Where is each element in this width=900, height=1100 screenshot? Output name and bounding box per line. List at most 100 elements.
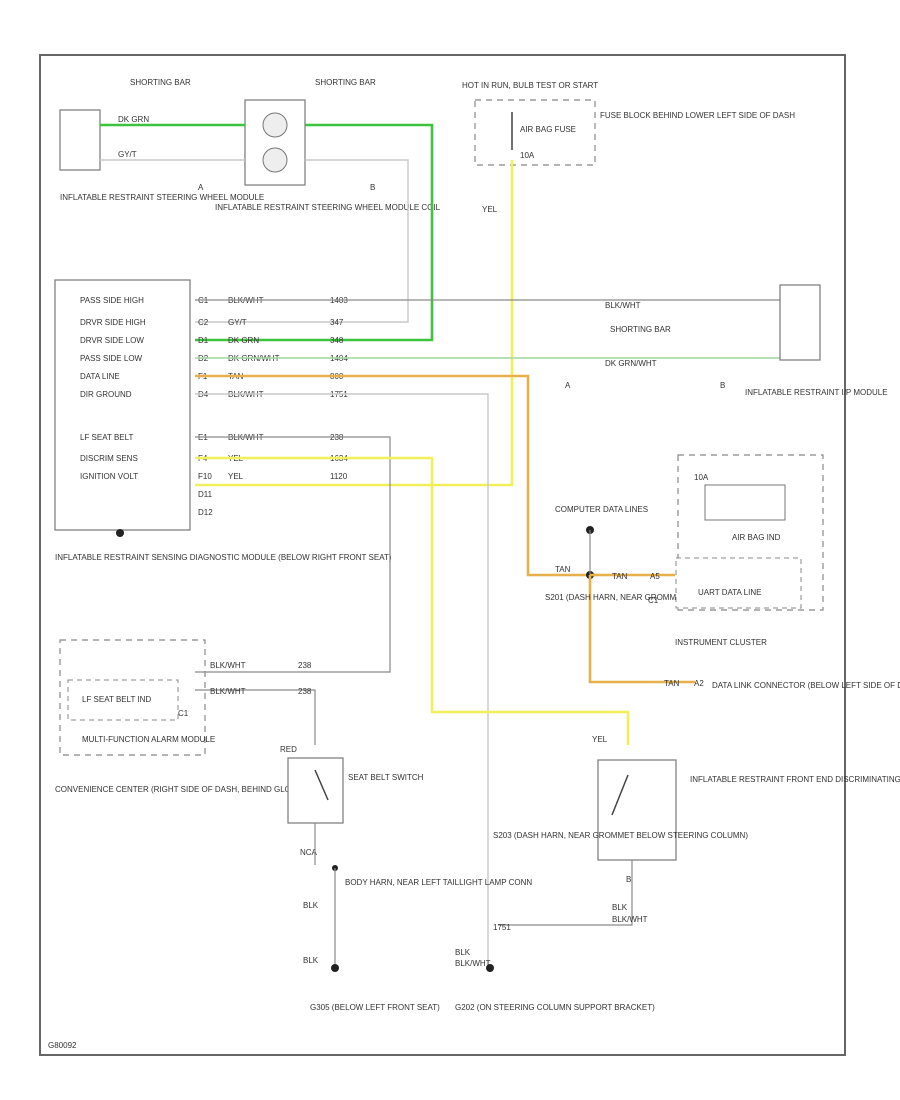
wire-label-ip-green: DK GRN/WHT [605, 359, 657, 368]
dlc-label: DATA LINK CONNECTOR (BELOW LEFT SIDE OF … [712, 681, 900, 690]
sdm-circuit-number: 348 [330, 336, 344, 345]
wire-label-dlc-tan: TAN [664, 679, 680, 688]
wire-tan-800 [195, 374, 598, 577]
ip-a-label: A [565, 381, 571, 390]
steering-module-label: INFLATABLE RESTRAINT STEERING WHEEL MODU… [60, 193, 264, 202]
airbag-ind-circuit [704, 484, 786, 521]
coil-lower [262, 147, 288, 173]
wire-label-sw-red: RED [280, 745, 297, 754]
hot-in-run-label: HOT IN RUN, BULB TEST OR START [462, 81, 598, 90]
wire-yel-1120 [195, 160, 514, 487]
mfam-label: MULTI-FUNCTION ALARM MODULE [82, 735, 215, 744]
wire-label-top-green: DK GRN [118, 115, 149, 124]
sdm-ground-dot [116, 529, 124, 537]
g305-dot [331, 964, 339, 972]
uart-label: UART DATA LINE [698, 588, 761, 597]
ip-module-box [779, 284, 821, 361]
sdm-pin-id: F10 [198, 472, 212, 481]
ic-connector: C1 [648, 596, 659, 605]
sdm-circuit-number: 347 [330, 318, 344, 327]
figure-id: G80092 [48, 1041, 77, 1050]
sdm-pin-name: DRVR SIDE HIGH [80, 318, 146, 327]
instrument-cluster-label: INSTRUMENT CLUSTER [675, 638, 767, 647]
sdm-box [54, 279, 191, 531]
sdm-pin-name: PASS SIDE LOW [80, 354, 143, 363]
sdm-pin-name: DATA LINE [80, 372, 120, 381]
s203-label: S203 (DASH HARN, NEAR GROMMET BELOW STEE… [493, 831, 748, 840]
wire-label-yel-sensor: YEL [592, 735, 608, 744]
sensor-b-label: B [626, 875, 631, 884]
cdl-label: COMPUTER DATA LINES [555, 505, 648, 514]
wire-label-sensor-wht: BLK/WHT [612, 915, 648, 924]
nca-label: NCA [300, 848, 318, 857]
convenience-center-dashed-box [59, 639, 206, 756]
instrument-cluster-dashed-box [677, 454, 824, 611]
ip-b-label: B [720, 381, 725, 390]
g202-label: G202 (ON STEERING COLUMN SUPPORT BRACKET… [455, 1003, 655, 1012]
wire-label-cdl-tan1: TAN [555, 565, 571, 574]
coil-upper [262, 112, 288, 138]
convenience-center-label: CONVENIENCE CENTER (RIGHT SIDE OF DASH, … [55, 785, 324, 794]
airbag-ind-label: AIR BAG IND [732, 533, 781, 542]
wire-label-ip-blk: BLK/WHT [605, 301, 641, 310]
sdm-pin-name: DRVR SIDE LOW [80, 336, 144, 345]
uart-box [675, 557, 802, 609]
sdm-pin-name: DIR GROUND [80, 390, 132, 399]
wire-blk-wht-238 [195, 436, 391, 673]
wire-blk-wht-1751 [195, 393, 489, 965]
wire-sensor-ground [498, 860, 633, 926]
sdm-pin-id: D1 [198, 336, 209, 345]
mfam-circuit-1: 238 [298, 661, 312, 670]
sdm-wire-color: DK GRN [228, 336, 259, 345]
s201-label: S201 (DASH HARN, NEAR GROMMET BELOW STEE… [545, 593, 800, 602]
mfam-connector: C1 [178, 709, 189, 718]
front-end-sensor-label: INFLATABLE RESTRAINT FRONT END DISCRIMIN… [690, 775, 900, 784]
wire-label-cdl-tan2: TAN [612, 572, 628, 581]
mfam-circuit-2: 238 [298, 687, 312, 696]
pin-b-label: B [370, 183, 375, 192]
ic-fuse-label: 10A [694, 473, 709, 482]
g202-dot [486, 964, 494, 972]
wire-label-g-blk1: BLK [303, 901, 319, 910]
lf-seat-belt-ind-label: LF SEAT BELT IND [82, 695, 151, 704]
wire-label-g-blk3: BLK [455, 948, 471, 957]
fuse-rating: 10A [520, 151, 535, 160]
seat-belt-switch-label: SEAT BELT SWITCH [348, 773, 424, 782]
wire-label-g-blk2: BLK [303, 956, 319, 965]
wire-dk-grn-348 [195, 123, 434, 342]
wire-label-yel-fuse: YEL [482, 205, 498, 214]
sdm-pin-id: D11 [198, 490, 213, 499]
wire-gy-347 [195, 159, 409, 323]
wire-label-mfam-blk2: BLK/WHT [210, 687, 246, 696]
coil-label: INFLATABLE RESTRAINT STEERING WHEEL MODU… [215, 203, 441, 212]
sensor-contact [611, 774, 629, 816]
sdm-pin-name: PASS SIDE HIGH [80, 296, 144, 305]
ip-module-label: INFLATABLE RESTRAINT I/P MODULE [745, 388, 888, 397]
diagram-frame [39, 54, 846, 1056]
fuse-block-dashed-box [474, 99, 596, 166]
wire-label-mfam-blk1: BLK/WHT [210, 661, 246, 670]
sdm-pin-name: LF SEAT BELT [80, 433, 133, 442]
wire-label-top-gray: GY/T [118, 150, 137, 159]
seat-belt-switch-contact [314, 769, 329, 801]
wire-label-g-blk-wht: BLK/WHT [455, 959, 491, 968]
sdm-pin-id: D12 [198, 508, 213, 517]
g305-label: G305 (BELOW LEFT FRONT SEAT) [310, 1003, 440, 1012]
wire-blk-wht-238-switch [195, 689, 316, 745]
pin-a-label: A [198, 183, 204, 192]
sdm-pin-id: C2 [198, 318, 209, 327]
shorting-bar-label-2: SHORTING BAR [315, 78, 376, 87]
cdl-pin: A5 [650, 572, 660, 581]
sdm-label: INFLATABLE RESTRAINT SENSING DIAGNOSTIC … [55, 553, 392, 562]
wire-label-blk-sensor: BLK [612, 903, 628, 912]
dlc-pin: A2 [694, 679, 704, 688]
seat-belt-switch-box [287, 757, 344, 824]
fuse-block-label: FUSE BLOCK BEHIND LOWER LEFT SIDE OF DAS… [600, 111, 795, 120]
wire-yel-1634 [195, 456, 630, 745]
shorting-bar-label-1: SHORTING BAR [130, 78, 191, 87]
body-harn-label: BODY HARN, NEAR LEFT TAILLIGHT LAMP CONN [345, 878, 532, 887]
sdm-wire-color: YEL [228, 472, 244, 481]
airbag-fuse-label: AIR BAG FUSE [520, 125, 576, 134]
sdm-wire-color: GY/T [228, 318, 247, 327]
